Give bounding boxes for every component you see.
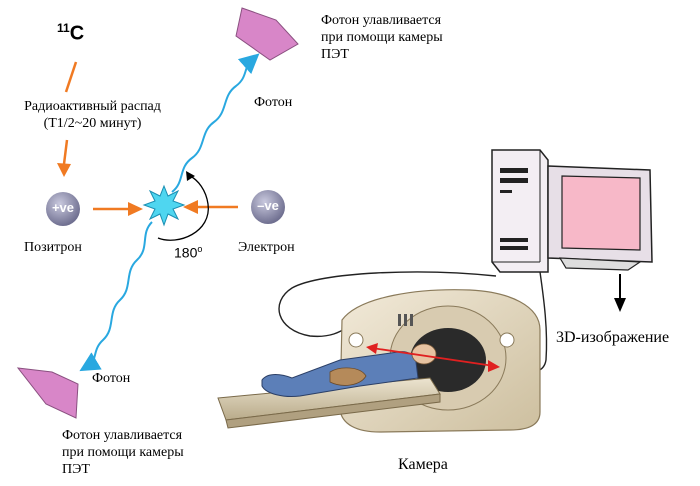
- photon-wave-bottom: [79, 221, 153, 372]
- capture-bottom-line-2: при помощи камеры: [62, 445, 184, 460]
- output-arrow: [614, 274, 626, 312]
- photon-wave-top: [171, 53, 260, 193]
- capture-bottom-line-3: ПЭТ: [62, 462, 90, 477]
- capture-bottom-line-1: Фотон улавливается: [62, 428, 183, 443]
- decay-line-2: (T1/2~20 минут): [43, 116, 142, 131]
- positron-arrow: [93, 202, 143, 216]
- electron-badge: [251, 190, 285, 224]
- output-label: 3D-изображение: [556, 329, 670, 346]
- computer-tower: [491, 149, 549, 273]
- detector-bottom: [16, 367, 79, 419]
- electron-arrow: [183, 200, 238, 214]
- capture-top-line-2: при помощи камеры: [321, 30, 443, 45]
- positron-badge: [46, 192, 80, 226]
- detector-top: [235, 7, 299, 61]
- capture-bottom-label: Фотон улавливается при помощи камеры ПЭТ: [62, 427, 184, 478]
- electron-label: Электрон: [238, 240, 295, 255]
- decay-arrow-top: [64, 61, 78, 93]
- cable-left: [278, 271, 497, 338]
- photon-bottom-label: Фотон: [92, 371, 131, 386]
- angle-unit: o: [197, 244, 203, 254]
- decay-line-1: Радиоактивный распад: [24, 99, 161, 114]
- angle-arc: [157, 171, 209, 241]
- angle-value: 180: [174, 244, 198, 261]
- patient: [261, 343, 437, 397]
- patient-bed: [217, 377, 441, 429]
- isotope-label: 11C: [57, 16, 84, 46]
- positron-badge-text: +ve: [51, 200, 75, 215]
- capture-top-line-3: ПЭТ: [321, 47, 349, 62]
- photon-top-label: Фотон: [254, 95, 293, 110]
- annihilation-star: [142, 184, 186, 227]
- capture-top-line-1: Фотон улавливается: [321, 13, 442, 28]
- decay-label: Радиоактивный распад (T1/2~20 минут): [10, 98, 175, 132]
- electron-badge-text: –ve: [257, 198, 279, 213]
- scanner-label: Камера: [398, 456, 448, 473]
- angle-label: 180o: [174, 244, 202, 261]
- monitor: [547, 165, 653, 271]
- decay-arrow-bottom: [57, 139, 71, 177]
- ring-diameter-arrow: [366, 343, 500, 372]
- isotope-symbol: C: [69, 22, 85, 45]
- isotope-mass: 11: [57, 21, 70, 35]
- capture-top-label: Фотон улавливается при помощи камеры ПЭТ: [321, 12, 443, 63]
- positron-label: Позитрон: [24, 240, 82, 255]
